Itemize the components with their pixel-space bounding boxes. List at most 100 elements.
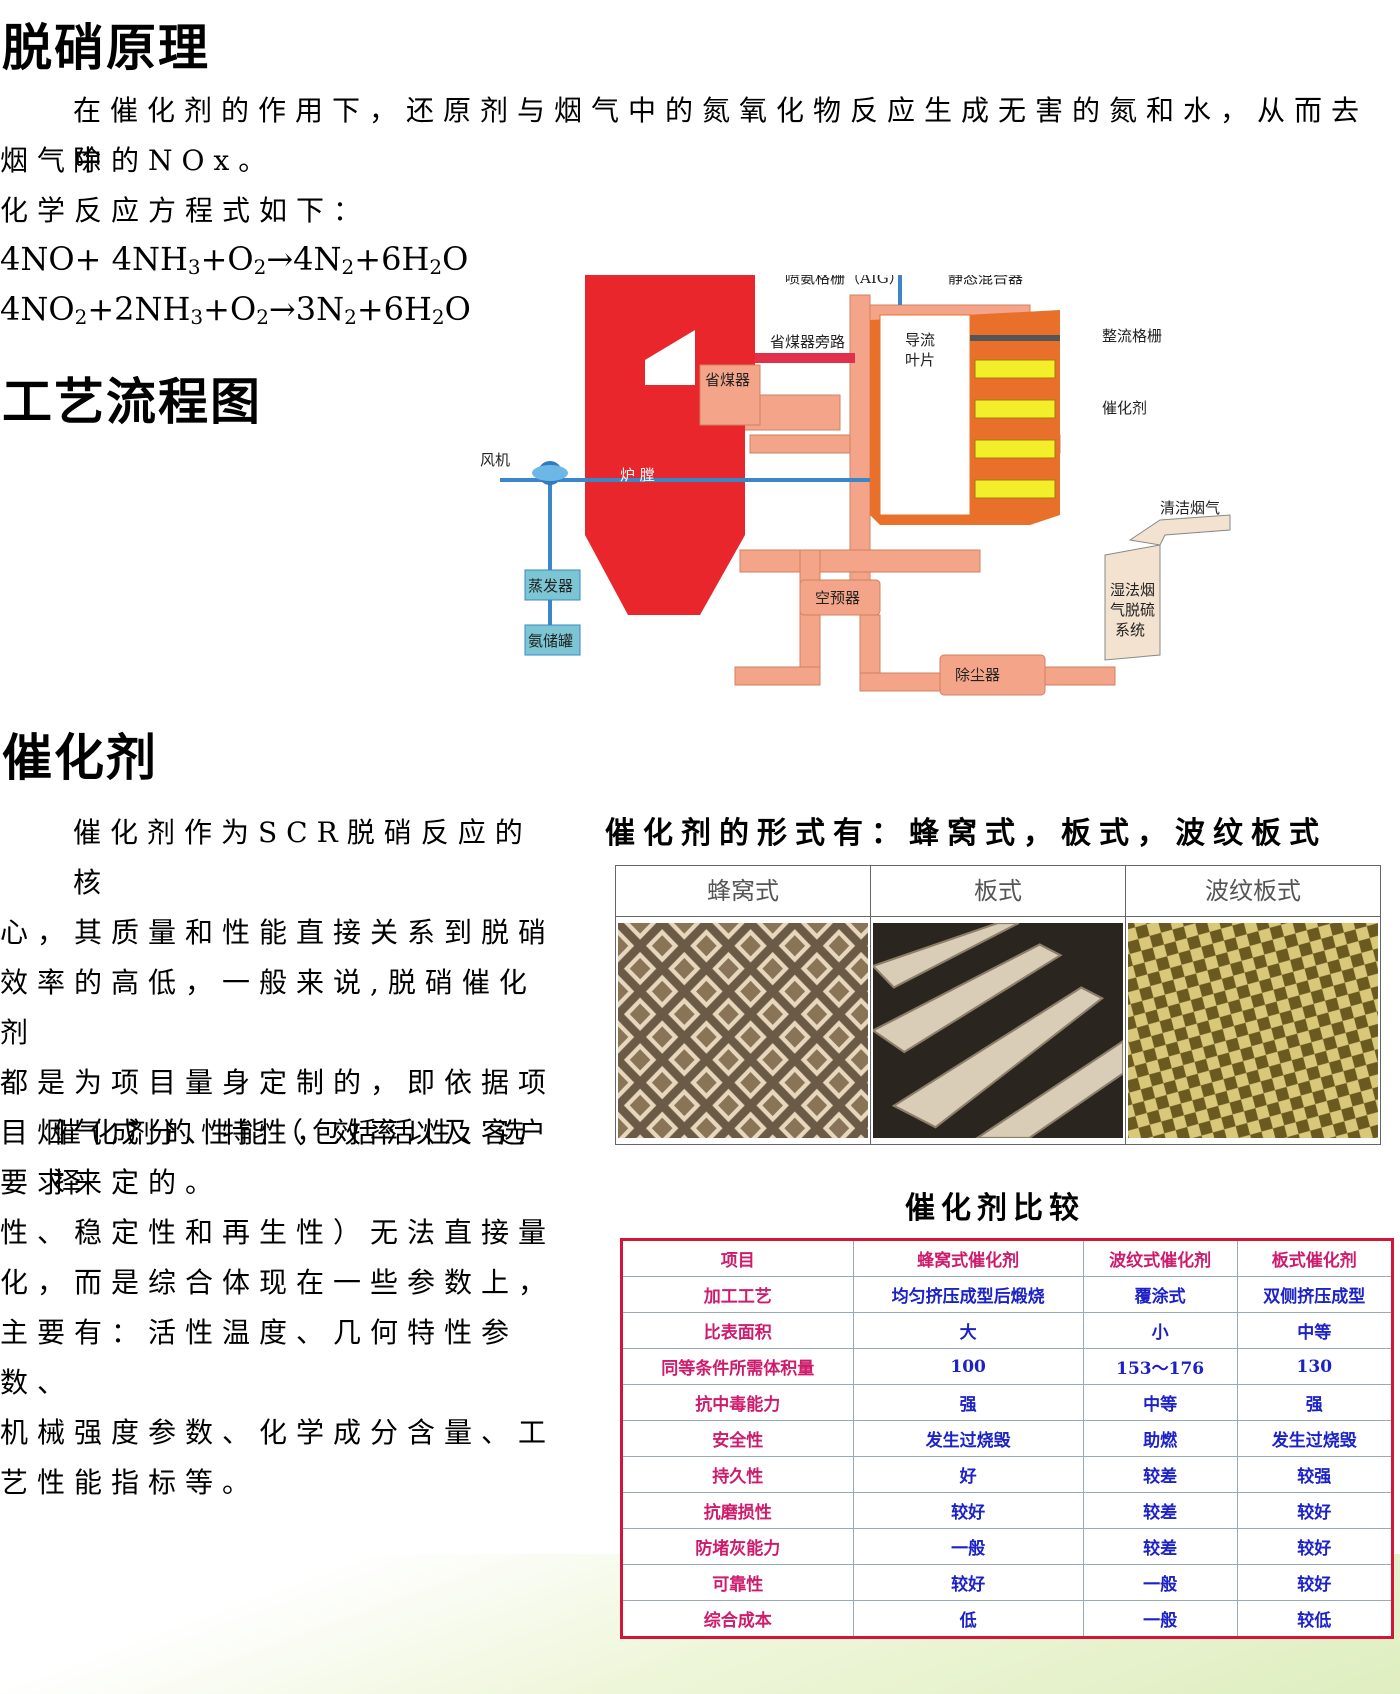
rectifier-grid-shape (970, 335, 1060, 341)
catalyst-title: 催化剂 (2, 729, 158, 787)
table-row: 同等条件所需体积量 100 153～176 130 (621, 1348, 1394, 1385)
table-cell: 一般 (1082, 1600, 1238, 1638)
row-label: 综合成本 (621, 1600, 854, 1638)
table-cell: 一般 (852, 1528, 1084, 1565)
table-cell: 双侧挤压成型 (1236, 1276, 1394, 1313)
header-cell: 蜂窝式催化剂 (852, 1239, 1084, 1277)
principle-paragraph-line1: 在催化剂的作用下，还原剂与烟气中的氮氧化物反应生成无害的氮和水，从而去除 (73, 94, 1369, 177)
table-row: 持久性 好 较差 较强 (621, 1456, 1394, 1493)
row-label: 比表面积 (621, 1312, 854, 1349)
table-header-row: 项目 蜂窝式催化剂 波纹式催化剂 板式催化剂 (621, 1239, 1394, 1277)
label-rectifier-grid: 整流格栅 (1102, 327, 1162, 345)
table-row: 抗磨损性 较好 较差 较好 (621, 1492, 1394, 1529)
table-cell: 153～176 (1082, 1348, 1238, 1385)
equations-intro: 化学反应方程式如下： (0, 194, 371, 227)
row-label: 加工工艺 (621, 1276, 854, 1313)
table-cell: 助燃 (1082, 1420, 1238, 1457)
catalyst-paragraph-2: 催化剂的性能（包括活性、选择 性、稳定性和再生性）无法直接量 化，而是综合体现在… (0, 1108, 560, 1508)
table-row: 可靠性 较好 一般 较好 (621, 1564, 1394, 1601)
table-cell: 发生过烧毁 (852, 1420, 1084, 1457)
process-title: 工艺流程图 (2, 373, 262, 431)
table-row: 比表面积 大 小 中等 (621, 1312, 1394, 1349)
label-aig: 喷氨格栅（AIG） (785, 275, 904, 287)
row-label: 安全性 (621, 1420, 854, 1457)
table-cell: 较低 (1236, 1600, 1394, 1638)
row-label: 抗中毒能力 (621, 1384, 854, 1421)
header-cell: 板式催化剂 (1236, 1239, 1394, 1277)
row-label: 抗磨损性 (621, 1492, 854, 1529)
label-catalyst: 催化剂 (1102, 399, 1147, 417)
label-guide-vane-2: 叶片 (905, 351, 935, 369)
table-cell: 较好 (852, 1492, 1084, 1529)
form-label: 板式 (871, 866, 1125, 917)
plate-image (873, 923, 1123, 1138)
table-cell: 较强 (1236, 1456, 1394, 1493)
label-static-mixer: 静态混合器 (948, 275, 1023, 287)
table-cell: 一般 (1082, 1564, 1238, 1601)
duct-lower (739, 549, 981, 573)
ammonia-tank-box (524, 624, 581, 656)
form-corrugated: 波纹板式 (1126, 866, 1380, 1144)
table-row: 防堵灰能力 一般 较差 较好 (621, 1528, 1394, 1565)
duct-dust-in (859, 672, 941, 692)
furnace-nose (645, 330, 695, 385)
table-cell: 较差 (1082, 1492, 1238, 1529)
mixer-icon (532, 465, 568, 481)
equation-2: 4NO2+2NH3+O2→3N2+6H2O (0, 290, 471, 329)
table-cell: 低 (852, 1600, 1084, 1638)
table-cell: 中等 (1236, 1312, 1394, 1349)
label-economizer: 省煤器 (705, 371, 750, 389)
label-fan: 风机 (480, 451, 510, 469)
table-cell: 大 (852, 1312, 1084, 1349)
table-cell: 小 (1082, 1312, 1238, 1349)
table-cell: 强 (852, 1384, 1084, 1421)
catalyst-forms-panel: 蜂窝式 板式 (615, 865, 1381, 1145)
evaporator-box (524, 569, 581, 601)
table-cell: 强 (1236, 1384, 1394, 1421)
label-furnace: 炉 膛 (620, 466, 655, 484)
table-row: 综合成本 低 一般 较低 (621, 1600, 1394, 1638)
row-label: 同等条件所需体积量 (621, 1348, 854, 1385)
table-cell: 发生过烧毁 (1236, 1420, 1394, 1457)
label-wet-fgd-3: 系统 (1115, 621, 1145, 639)
table-row: 加工工艺 均匀挤压成型后煅烧 覆涂式 双侧挤压成型 (621, 1276, 1394, 1313)
table-cell: 100 (852, 1348, 1084, 1385)
row-label: 可靠性 (621, 1564, 854, 1601)
table-row: 抗中毒能力 强 中等 强 (621, 1384, 1394, 1421)
row-label: 防堵灰能力 (621, 1528, 854, 1565)
table-cell: 较差 (1082, 1528, 1238, 1565)
table-row: 安全性 发生过烧毁 助燃 发生过烧毁 (621, 1420, 1394, 1457)
label-wet-fgd-1: 湿法烟 (1110, 581, 1155, 599)
form-plate: 板式 (871, 866, 1126, 1144)
principle-title: 脱硝原理 (2, 19, 210, 77)
table-cell: 中等 (1082, 1384, 1238, 1421)
corrugated-image (1128, 923, 1378, 1138)
furnace-shape (585, 275, 755, 615)
label-clean-flue-gas: 清洁烟气 (1160, 499, 1220, 517)
para1-line: 效率的高低，一般来说,脱硝催化剂 (0, 966, 536, 1049)
duct-to-fgd (1044, 666, 1116, 686)
label-guide-vane-1: 导流 (905, 331, 935, 349)
row-label: 持久性 (621, 1456, 854, 1493)
comparison-table: 项目 蜂窝式催化剂 波纹式催化剂 板式催化剂 加工工艺 均匀挤压成型后煅烧 覆涂… (620, 1238, 1394, 1639)
header-cell: 项目 (621, 1239, 854, 1277)
label-dust-collector: 除尘器 (955, 666, 1000, 684)
reactor-inlet-chamber (879, 314, 971, 516)
catalyst-layers (974, 359, 1056, 499)
table-cell: 130 (1236, 1348, 1394, 1385)
catalyst-paragraph-1: 催化剂作为SCR脱硝反应的核 心，其质量和性能直接关系到脱硝 效率的高低，一般来… (0, 808, 560, 1208)
header-cell: 波纹式催化剂 (1082, 1239, 1238, 1277)
table-cell: 覆涂式 (1082, 1276, 1238, 1313)
para2-line: 性、稳定性和再生性）无法直接量 (0, 1216, 556, 1249)
para2-line: 催化剂的性能（包括活性、选择 (53, 1116, 535, 1199)
comparison-title: 催化剂比较 (905, 1191, 1085, 1226)
table-cell: 较好 (1236, 1492, 1394, 1529)
duct-inlet (734, 666, 821, 686)
table-cell: 均匀挤压成型后煅烧 (852, 1276, 1084, 1313)
economizer-bypass-line (755, 353, 855, 363)
clean-gas-stack (1128, 514, 1231, 546)
para1-line: 心，其质量和性能直接关系到脱硝 (0, 916, 556, 949)
honeycomb-image (618, 923, 868, 1138)
label-wet-fgd-2: 气脱硫 (1110, 601, 1155, 619)
para1-line: 要求来定的。 (0, 1166, 223, 1199)
